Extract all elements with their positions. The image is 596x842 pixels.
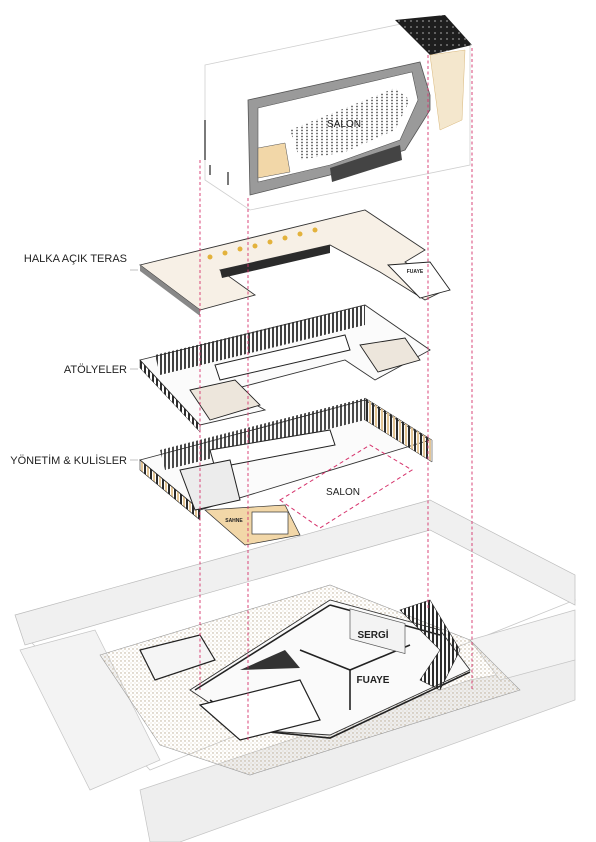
ground-west-block (139, 634, 216, 681)
site-ground-plane (14, 499, 576, 842)
fuaye-terrace-room (387, 261, 451, 299)
terrace-trees (207, 227, 318, 260)
terrace-inner-edge (220, 245, 330, 278)
admin-east-facade (364, 397, 433, 463)
salon-curtain-facade (429, 49, 466, 131)
ground-section-walls (198, 679, 321, 741)
salon-roof (395, 15, 472, 55)
floor-label-admin: YÖNETİM & KULİSLER (10, 454, 127, 467)
floor-public-terrace (138, 209, 451, 316)
floor-label-terrace: HALKA AÇIK TERAS (24, 253, 127, 265)
floor-leaders (130, 269, 138, 461)
floor-label-workshops: ATÖLYELER (64, 364, 127, 376)
workshops-north-facade (155, 305, 365, 375)
ground-louver-stair (399, 599, 461, 691)
workshops-corridor (214, 334, 351, 381)
sergi-room (349, 608, 406, 654)
salon-seating (290, 88, 410, 160)
sidewalk-left (19, 629, 161, 791)
road-band (14, 499, 576, 646)
vertical-guide-lines (199, 48, 473, 740)
terrace-slab (138, 209, 446, 311)
ground-stage-wedge (240, 650, 300, 670)
room-label-salon-top: SALON (327, 119, 361, 130)
admin-corridor (209, 429, 336, 469)
room-label-salon-mid: SALON (326, 487, 360, 498)
floor-admin-backstage (139, 397, 433, 546)
stage-backdrop (251, 511, 289, 535)
floor-workshops (139, 304, 431, 433)
workshop-room-large (189, 379, 261, 421)
room-label-sergi: SERGİ (357, 628, 388, 641)
room-label-sahne: SAHNE (225, 518, 243, 524)
salon-footprint-outline (279, 444, 413, 529)
salon-volume (204, 15, 472, 211)
room-label-fuaye-terrace: FUAYE (407, 269, 424, 275)
salon-stage-floor (257, 142, 291, 179)
workshop-room-east (359, 337, 421, 373)
terrace-edge-left (140, 265, 200, 316)
salon-side-elements (204, 120, 229, 185)
room-label-fuaye-ground: FUAYE (357, 675, 390, 686)
salon-balcony (330, 145, 402, 182)
admin-block (179, 459, 241, 511)
